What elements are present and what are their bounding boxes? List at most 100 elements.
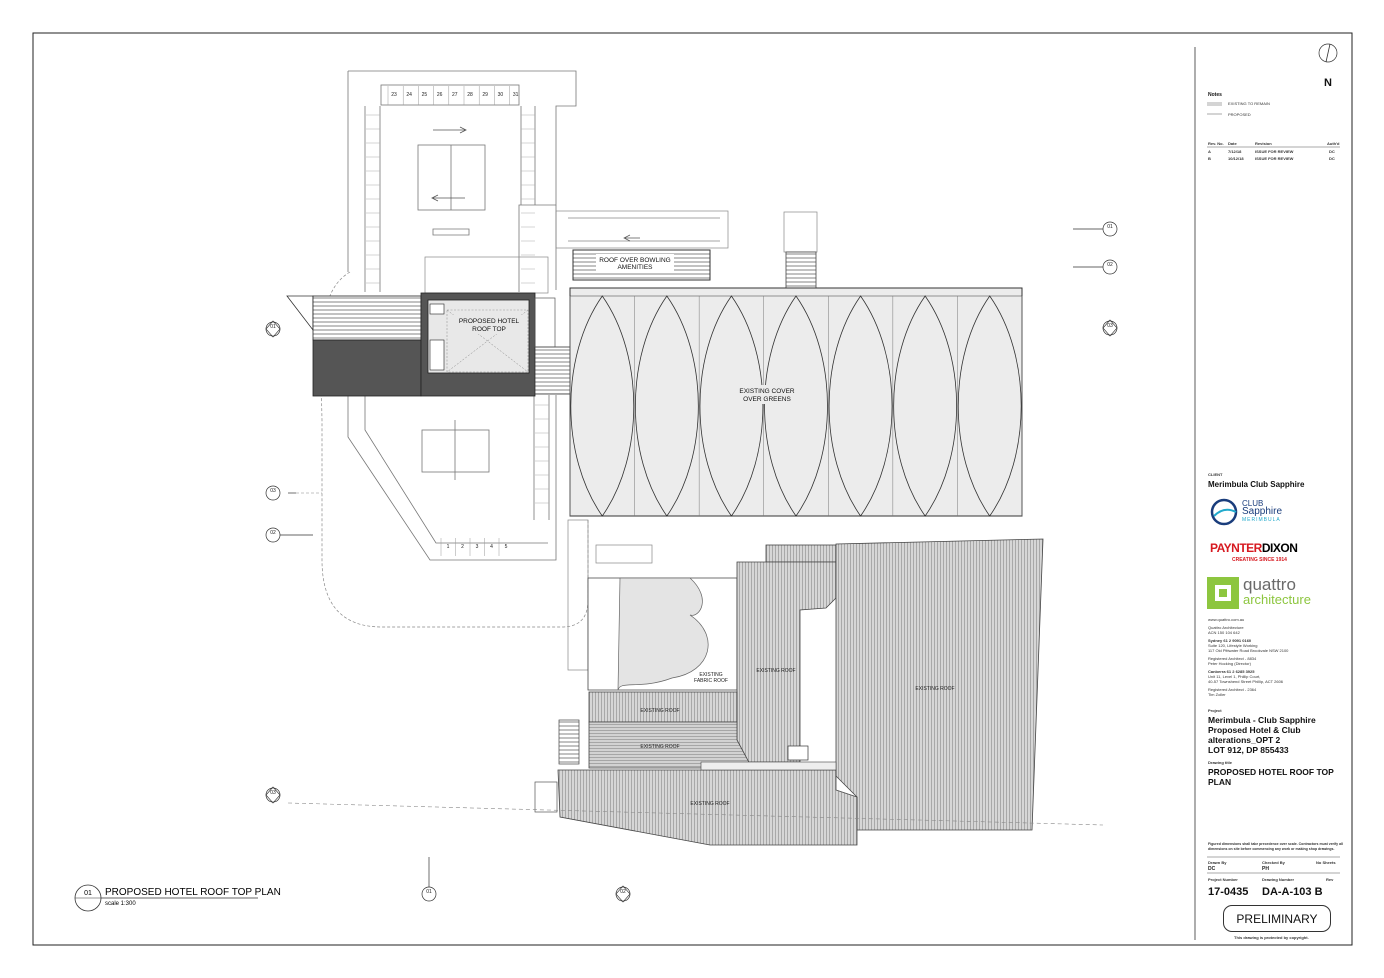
car-park-lower xyxy=(347,395,557,561)
parking-bay-number: 30 xyxy=(498,92,504,98)
greens-arch xyxy=(570,295,635,517)
drawing-number-label: Drawing Number xyxy=(1262,877,1295,882)
north-label: N xyxy=(1324,77,1332,89)
drawing-scale: scale 1:300 xyxy=(105,901,136,907)
existing-roof-large xyxy=(835,538,1044,831)
amenities-label-1: ROOF OVER BOWLING xyxy=(599,257,671,264)
hotel-roof-top xyxy=(427,299,530,374)
greens-arch xyxy=(699,295,764,517)
fabric-roof-label-1: EXISTING xyxy=(699,672,722,678)
hotel-wing-left xyxy=(286,295,314,332)
section-callout-bottom-02: 02 xyxy=(615,885,631,903)
greens-arch xyxy=(764,295,828,517)
site-boundary xyxy=(320,271,589,628)
svg-text:03: 03 xyxy=(270,790,276,796)
drawn-by: DC xyxy=(1208,866,1216,872)
parking-bay-number: 27 xyxy=(452,92,458,98)
existing-roof-middle xyxy=(736,561,837,763)
section-callout-bottom-01: 01 xyxy=(421,857,437,902)
amenities-label-2: AMENITIES xyxy=(617,264,653,271)
hotel-roof-dark xyxy=(312,339,422,397)
existing-roof-label-1: EXISTING ROOF xyxy=(640,708,679,714)
parking-bay-number: 26 xyxy=(437,92,443,98)
existing-roof-top-band xyxy=(765,544,837,563)
checked-by: PH xyxy=(1262,866,1269,872)
greens-arch xyxy=(893,295,958,517)
fabric-roof-label-2: FABRIC ROOF xyxy=(694,678,728,684)
checked-by-label: Checked By xyxy=(1262,860,1285,865)
parking-bay-number: 4 xyxy=(490,544,493,550)
existing-roof-bottom xyxy=(557,769,858,846)
greens-arch xyxy=(634,295,699,517)
parking-bay-number: 5 xyxy=(505,544,508,550)
parking-bay-number: 2 xyxy=(461,544,464,550)
parking-bay-number: 24 xyxy=(406,92,412,98)
svg-text:03: 03 xyxy=(1107,323,1113,329)
client-name: Merimbula Club Sapphire xyxy=(1208,480,1305,489)
project-number-label: Project Number xyxy=(1208,877,1238,882)
notes-heading: Notes xyxy=(1208,92,1222,98)
svg-text:01: 01 xyxy=(426,889,432,895)
existing-roof-label-2: EXISTING ROOF xyxy=(640,744,679,750)
hotel-label-1: PROPOSED HOTEL xyxy=(459,318,520,325)
drawn-by-label: Drawn By xyxy=(1208,860,1227,865)
parking-bay-number: 3 xyxy=(476,544,479,550)
parking-bay-number: 29 xyxy=(482,92,488,98)
firm-details: www.quattro.com.au Quattro Architecture … xyxy=(1208,617,1289,697)
project-heading: Project xyxy=(1208,708,1222,713)
existing-roof-lower-left xyxy=(588,691,738,723)
paynter-dixon-logo xyxy=(1207,540,1320,565)
existing-roof-lower-middle xyxy=(588,721,753,769)
svg-text:02: 02 xyxy=(270,530,276,536)
car-park-upper xyxy=(347,70,577,292)
hotel-label-2: ROOF TOP xyxy=(472,326,506,333)
drawing-title-block: 01 PROPOSED HOTEL ROOF TOP PLAN scale 1:… xyxy=(74,884,281,912)
north-arrow-icon xyxy=(1318,43,1338,63)
section-callout-right-02: 02 xyxy=(1073,259,1118,275)
rev-label: Rev xyxy=(1326,877,1334,882)
project-details: Merimbula - Club Sapphire Proposed Hotel… xyxy=(1208,715,1316,755)
existing-roof-label-5: EXISTING ROOF xyxy=(690,801,729,807)
stair-block xyxy=(785,251,817,291)
parking-bay-number: 28 xyxy=(467,92,473,98)
no-sheets-label: No Sheets xyxy=(1316,860,1336,865)
parking-bay-number: 1 xyxy=(447,544,450,550)
disclaimer: Figured dimensions shall take precedence… xyxy=(1208,842,1343,851)
section-callout-right-01: 01 xyxy=(1073,221,1118,237)
greens-label-2: OVER GREENS xyxy=(743,396,791,403)
svg-text:01: 01 xyxy=(1107,224,1113,230)
section-callout-left-03b: 03 xyxy=(265,786,281,804)
parking-bay-number: 23 xyxy=(391,92,397,98)
existing-roof-label-3: EXISTING ROOF xyxy=(756,668,795,674)
section-callout-left-03: 03 xyxy=(265,485,296,501)
project-number: 17-0435 xyxy=(1208,886,1249,898)
existing-roof-label-4: EXISTING ROOF xyxy=(915,686,954,692)
client-heading: CLIENT xyxy=(1208,472,1223,477)
legend-proposed: PROPOSED xyxy=(1228,112,1251,117)
section-callout-left-01: 01 xyxy=(265,320,281,338)
drawing-title-text: PROPOSED HOTEL ROOF TOP PLAN xyxy=(105,887,281,898)
parking-bays-bottom: 1 2 3 4 5 xyxy=(440,404,549,556)
svg-text:02: 02 xyxy=(1107,262,1113,268)
parking-bays-top: 23 24 25 26 27 28 29 30 31 xyxy=(366,86,535,284)
legend-existing: EXISTING TO REMAIN xyxy=(1228,101,1270,106)
copyright: This drawing is protected by copyright. xyxy=(1234,935,1309,940)
svg-text:02: 02 xyxy=(620,889,626,895)
club-logo-text: CLUB Sapphire MERIMBULA xyxy=(1242,499,1283,524)
quattro-logo-text: quattro architecture xyxy=(1243,575,1311,607)
svg-text:01: 01 xyxy=(270,324,276,330)
hotel-deck-stripes xyxy=(312,295,422,341)
club-sapphire-logo xyxy=(1210,498,1238,526)
parking-bay-number: 31 xyxy=(513,92,519,98)
drawing-number: DA-A-103 B xyxy=(1262,886,1323,898)
parking-bay-number: 25 xyxy=(422,92,428,98)
drawing-title-value: PROPOSED HOTEL ROOF TOP PLAN xyxy=(1208,767,1334,787)
svg-text:03: 03 xyxy=(270,488,276,494)
section-callout-right-03: 03 xyxy=(1102,319,1118,337)
paynter-dixon-text: PAYNTERDIXON CREATING SINCE 1914 xyxy=(1210,541,1298,563)
section-callout-left-02: 02 xyxy=(265,527,313,543)
greens-arch xyxy=(957,295,1022,517)
fabric-roof xyxy=(617,577,709,691)
svg-text:01: 01 xyxy=(84,890,92,897)
